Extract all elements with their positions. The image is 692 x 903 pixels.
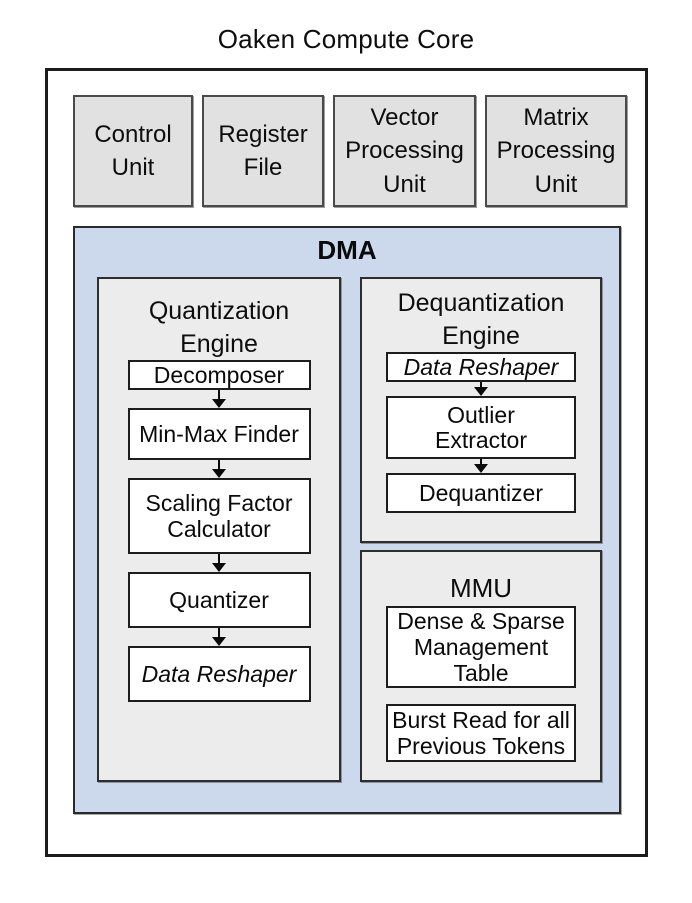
dequantization-engine-panel: Dequantization Engine Data Reshaper Outl… [360,277,602,543]
arrow-down-icon [212,553,226,572]
block-data-reshaper-dequant: Data Reshaper [386,352,576,382]
unit-box-register-file: Register File [202,95,324,207]
unit-box-vector-processing-unit: Vector Processing Unit [333,95,476,207]
arrow-down-icon [212,389,226,408]
arrow-down-icon [212,627,226,646]
block-burst-read-previous-tokens: Burst Read for all Previous Tokens [386,703,576,762]
block-quantizer: Quantizer [127,571,311,628]
arrow-down-icon [474,458,488,473]
mmu-panel: MMU Dense & Sparse Management Table Burs… [360,550,602,782]
dma-label: DMA [317,235,377,265]
block-dense-sparse-management-table: Dense & Sparse Management Table [386,605,576,688]
block-decomposer: Decomposer [127,360,311,390]
quantization-engine-title: Quantization Engine [148,297,290,358]
unit-box-matrix-processing-unit: Matrix Processing Unit [485,95,627,207]
quantization-engine-panel: Quantization Engine Decomposer Min-Max F… [97,277,341,782]
compute-core-container: Control Unit Register File Vector Proces… [45,68,648,857]
top-units-row: Control Unit Register File Vector Proces… [73,95,627,207]
arrow-down-icon [212,459,226,478]
dequantization-engine-title: Dequantization Engine [397,289,565,350]
block-min-max-finder: Min-Max Finder [127,407,311,460]
block-outlier-extractor: Outlier Extractor [386,395,576,459]
block-dequantizer: Dequantizer [386,472,576,513]
mmu-title: MMU [449,573,513,603]
block-scaling-factor-calculator: Scaling Factor Calculator [127,477,311,554]
unit-box-control-unit: Control Unit [73,95,193,207]
block-data-reshaper-quant: Data Reshaper [127,645,311,702]
dma-block: DMA Quantization Engine Decomposer Min-M… [73,226,621,814]
arrow-down-icon [474,381,488,396]
page-title: Oaken Compute Core [217,24,475,54]
